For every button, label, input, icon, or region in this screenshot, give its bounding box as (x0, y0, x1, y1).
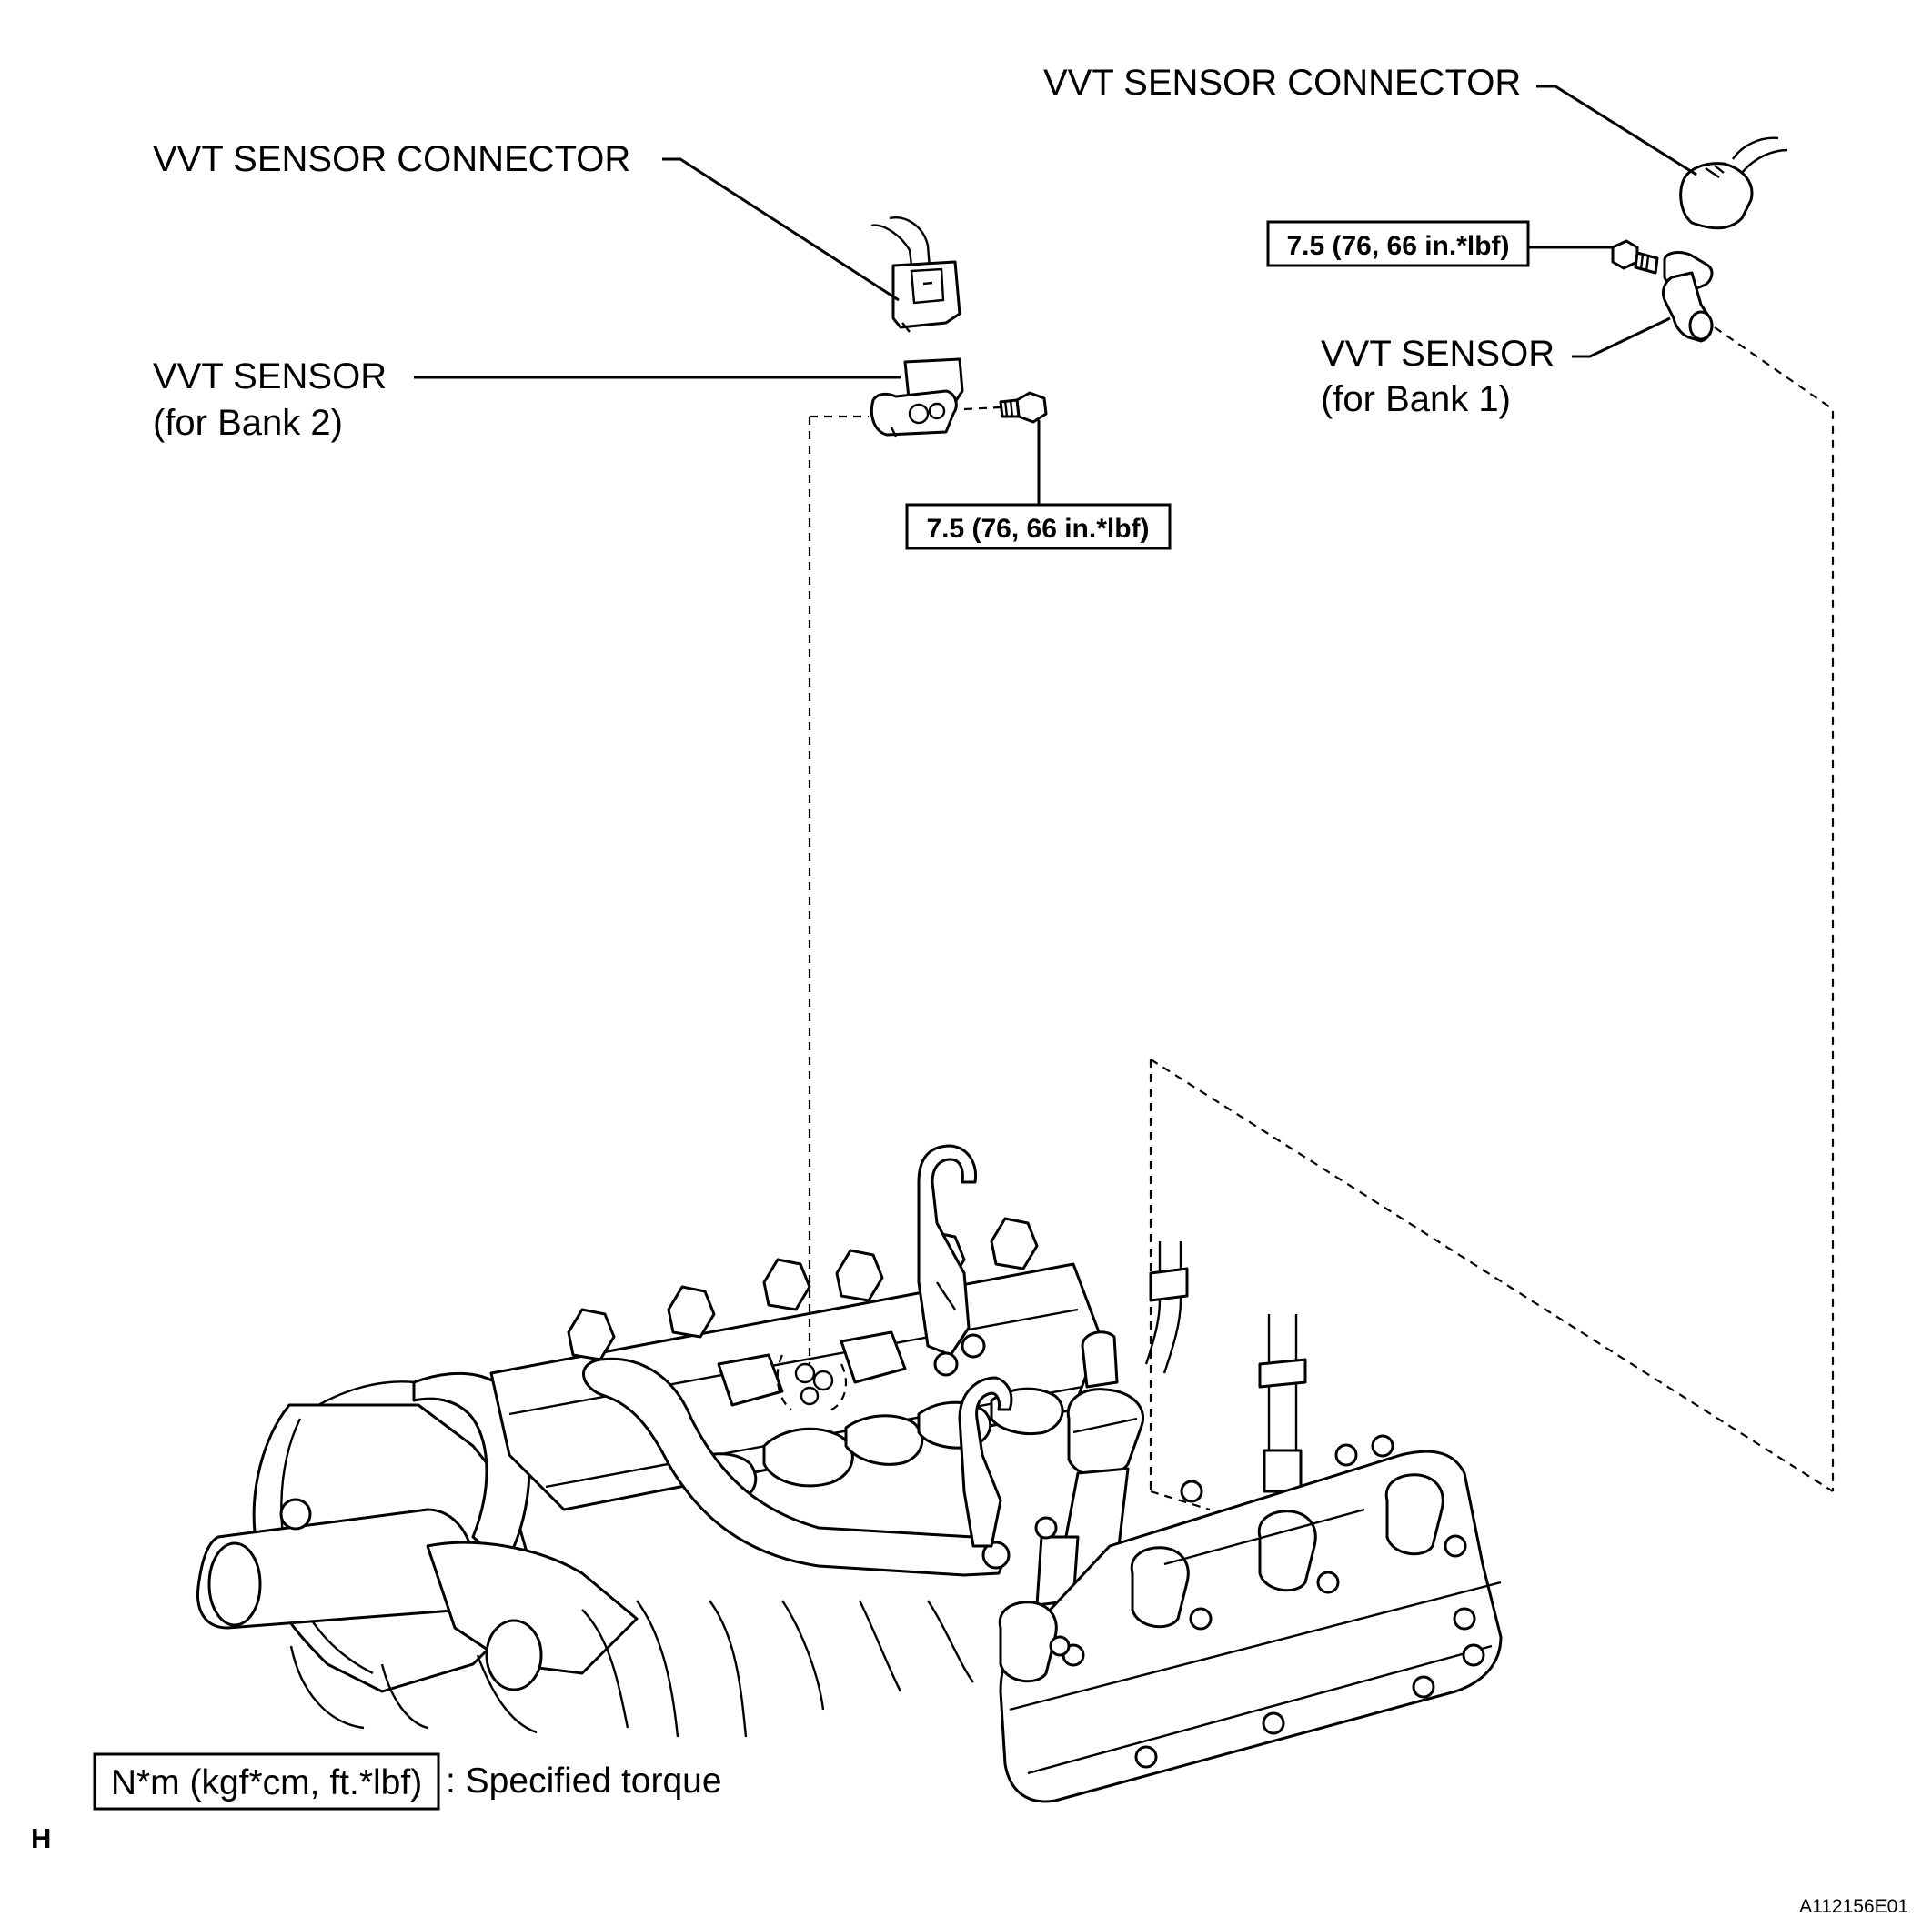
label-sensor-bank1-line1: VVT SENSOR (1321, 334, 1555, 374)
figure-code: A112156E01 (1799, 1896, 1908, 1917)
torque-legend: N*m (kgf*cm, ft.*lbf) : Specified torque (93, 1752, 722, 1811)
bank1-sensor-group (1528, 85, 1835, 1491)
legend-description: : Specified torque (446, 1761, 722, 1801)
legend-unit-box: N*m (kgf*cm, ft.*lbf) (111, 1763, 422, 1802)
bank2-sensor-group (414, 157, 1048, 1364)
bolt-bank1 (1611, 239, 1659, 275)
torque-callout-bank2: 7.5 (76, 66 in.*lbf) (905, 503, 1172, 550)
torque-value-bank1: 7.5 (76, 66 in.*lbf) (1286, 231, 1509, 261)
torque-callout-bank1: 7.5 (76, 66 in.*lbf) (1266, 220, 1530, 267)
bolt-bank2 (999, 391, 1048, 424)
label-sensor-bank2-line1: VVT SENSOR (153, 356, 387, 396)
bank2-sensor-mount (776, 1354, 848, 1413)
label-sensor-bank1-line2: (for Bank 1) (1321, 379, 1511, 419)
label-sensor-bank2-line2: (for Bank 2) (153, 403, 343, 443)
label-connector-bank2: VVT SENSOR CONNECTOR (153, 139, 630, 179)
vvt-sensor-bank2 (870, 357, 964, 437)
engine-illustration (196, 1059, 1834, 1803)
label-connector-bank1: VVT SENSOR CONNECTOR (1043, 63, 1521, 103)
vvt-sensor-connector-bank1 (1679, 136, 1788, 230)
corner-mark: H (31, 1822, 51, 1854)
torque-value-bank2: 7.5 (76, 66 in.*lbf) (926, 514, 1149, 544)
lifting-bracket (917, 1144, 986, 1377)
bank1-head-cover (998, 1434, 1503, 1803)
vvt-sensor-bank1 (1661, 251, 1714, 343)
vvt-sensor-connector-bank2 (870, 216, 961, 333)
